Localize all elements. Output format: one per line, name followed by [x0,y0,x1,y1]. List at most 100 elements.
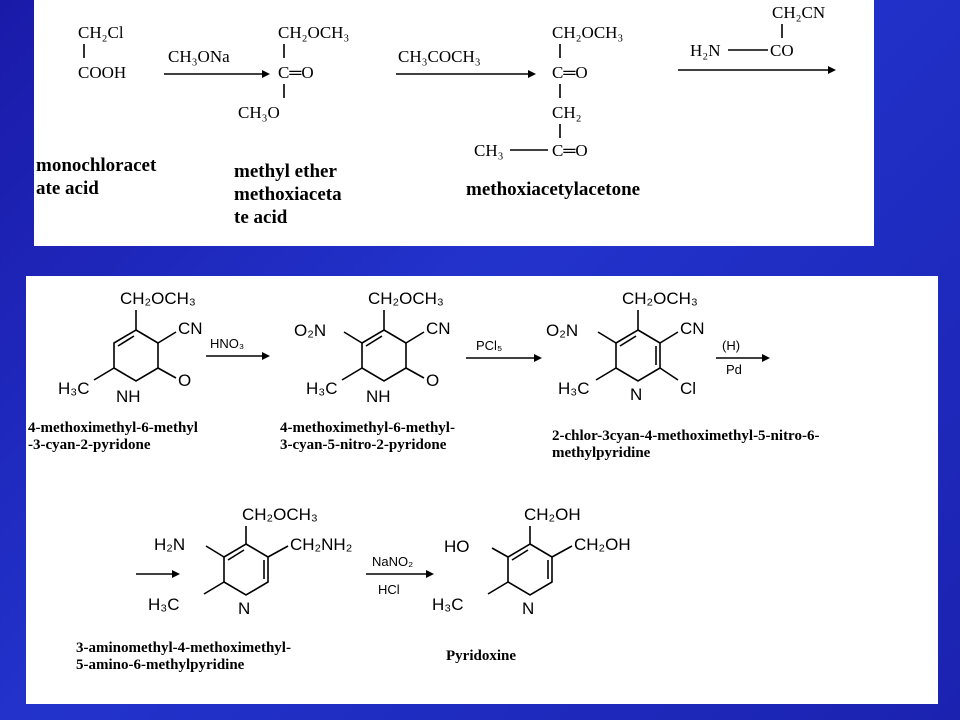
c4-ring-dbl-1 [227,549,245,561]
step1-arrowhead [262,70,270,78]
bottom-step4-arrowhead [426,570,434,578]
c5-bond-side [551,545,573,558]
c3-ch2och3: CH₂OCH₃ [622,289,698,308]
c3-bond-cn [659,331,679,344]
c1-me: H₃C [58,379,89,398]
step3-arrowhead [828,66,836,74]
c2-no2: O₂N [294,321,326,340]
s1-cooh: COOH [78,63,126,82]
c1-nh: NH [116,387,141,406]
c1-bond-me [93,367,115,381]
c2-bond-oxo [405,367,425,379]
c2-cn: CN [426,319,451,338]
compound-2-structure: CH₂OCH₃ O₂N CN O NH H₃C [294,289,451,406]
c2-nh: NH [366,387,391,406]
c1-ring [113,329,159,382]
bottom-scheme-drawing: CH₂OCH₃ CN O NH H₃C HNO₃ CH₂OCH₃ O₂N CN [58,289,770,618]
c5-side: CH₂OH [574,535,631,554]
c4-ch2och3: CH₂OCH₃ [242,505,318,524]
caption-c2: 4-methoximethyl-6-methyl- 3-cyan-5-nitro… [280,420,455,454]
bottom-step3-arrowhead [762,354,770,362]
bottom-step3-reagent-h: (H) [722,338,740,353]
bottom-step1-arrowhead [262,352,270,360]
compound-5-structure: CH₂OH HO CH₂OH N H₃C [432,505,631,618]
c5-n: N [522,599,534,618]
bottom-step4-reagent-nano2: NaNO₂ [372,554,413,569]
s3-co-2: C═O [552,141,588,160]
c2-ring-dbl-1 [365,335,383,347]
bottom-step4-reagent-hcl: HCl [378,582,400,597]
c5-me: H₃C [432,595,463,614]
c2-bond-cn [405,331,425,344]
c1-bond-oxo [157,367,177,379]
c5-bond-ho [491,547,509,558]
c2-bond-me [341,367,363,381]
compound-3-structure: CH₂OCH₃ O₂N CN Cl N H₃C [546,289,705,404]
caption-monochloracetate: monochloracet ate acid [36,155,157,200]
c2-oxo: O [426,371,439,390]
c4-n: N [238,599,250,618]
c2-ring [361,329,407,382]
c3-bond-cl [659,367,679,381]
step3-reagent-co: CO [770,41,794,60]
caption-methoxiacetylacetone: methoxiacetylacetone [466,179,641,200]
caption-methyl-ether: methyl ether methoxiaceta te acid [234,161,342,229]
caption-c5: Pyridoxine [446,648,516,664]
bottom-step2-arrowhead [534,354,542,362]
c3-bond-me [595,367,617,381]
c5-ring [507,543,553,596]
step3-reagent-h2n: H₂N [690,41,720,60]
c5-ho: HO [444,537,470,556]
c3-no2: O₂N [546,321,578,340]
bottom-reaction-panel: CH₂OCH₃ CN O NH H₃C HNO₃ CH₂OCH₃ O₂N CN [26,276,938,704]
step2-reagent: CH₃COCH₃ [398,47,481,66]
caption-c4: 3-aminomethyl-4-methoximethyl- 5-amino-6… [76,640,291,674]
caption-c1: 4-methoximethyl-6-methyl -3-cyan-2-pyrid… [28,420,198,454]
top-scheme-drawing: CH₂Cl COOH CH₃ONa CH₂OCH₃ C═O CH₃O CH₃CO… [78,3,836,160]
c3-ring [615,329,661,382]
c3-ring-dbl-1 [619,335,637,347]
c4-me: H₃C [148,595,179,614]
caption-c3: 2-chlor-3cyan-4-methoximethyl-5-nitro-6-… [552,428,820,462]
s2-ch2och3: CH₂OCH₃ [278,23,349,42]
c3-bond-no2 [597,331,617,344]
s3-ch2: CH₂ [552,103,582,122]
s1-ch2cl: CH₂Cl [78,23,124,42]
bottom-step2-reagent: PCl₅ [476,338,502,353]
c5-ring-dbl-1 [511,549,529,561]
c4-nh2: H₂N [154,535,185,554]
bottom-step1-reagent: HNO₃ [210,336,244,351]
c1-cn: CN [178,319,203,338]
c2-ch2och3: CH₂OCH₃ [368,289,444,308]
s3-co: C═O [552,63,588,82]
c3-me: H₃C [558,379,589,398]
c4-side: CH₂NH₂ [290,535,352,554]
bottom-step3-reagent-pd: Pd [726,362,742,377]
c4-ring [223,543,269,596]
c2-bond-no2 [343,331,363,344]
step2-arrowhead [528,70,536,78]
c1-bond-cn [157,331,177,344]
s3-ch3: CH₃ [474,141,504,160]
compound-1-structure: CH₂OCH₃ CN O NH H₃C [58,289,203,406]
c3-n: N [630,385,642,404]
step3-reagent-ch2cn: CH₂CN [772,3,825,22]
c3-cl: Cl [680,379,696,398]
c1-oxo: O [178,371,191,390]
step1-reagent: CH₃ONa [168,47,230,66]
s3-ch2och3: CH₂OCH₃ [552,23,623,42]
c3-cn: CN [680,319,705,338]
c1-ring-dbl-1 [117,335,135,347]
c5-bond-me [487,581,509,595]
c5-ch2oh: CH₂OH [524,505,581,524]
continuation-arrowhead [172,570,180,578]
c4-bond-side [267,545,289,558]
c4-bond-nh2 [205,545,225,558]
c4-bond-me [203,581,225,595]
c1-ch2och3: CH₂OCH₃ [120,289,196,308]
c2-me: H₃C [306,379,337,398]
top-reaction-panel: CH₂Cl COOH CH₃ONa CH₂OCH₃ C═O CH₃O CH₃CO… [34,0,874,246]
s2-ch3o: CH₃O [238,103,280,122]
compound-4-structure: CH₂OCH₃ H₂N CH₂NH₂ N H₃C [148,505,352,618]
s2-co: C═O [278,63,314,82]
